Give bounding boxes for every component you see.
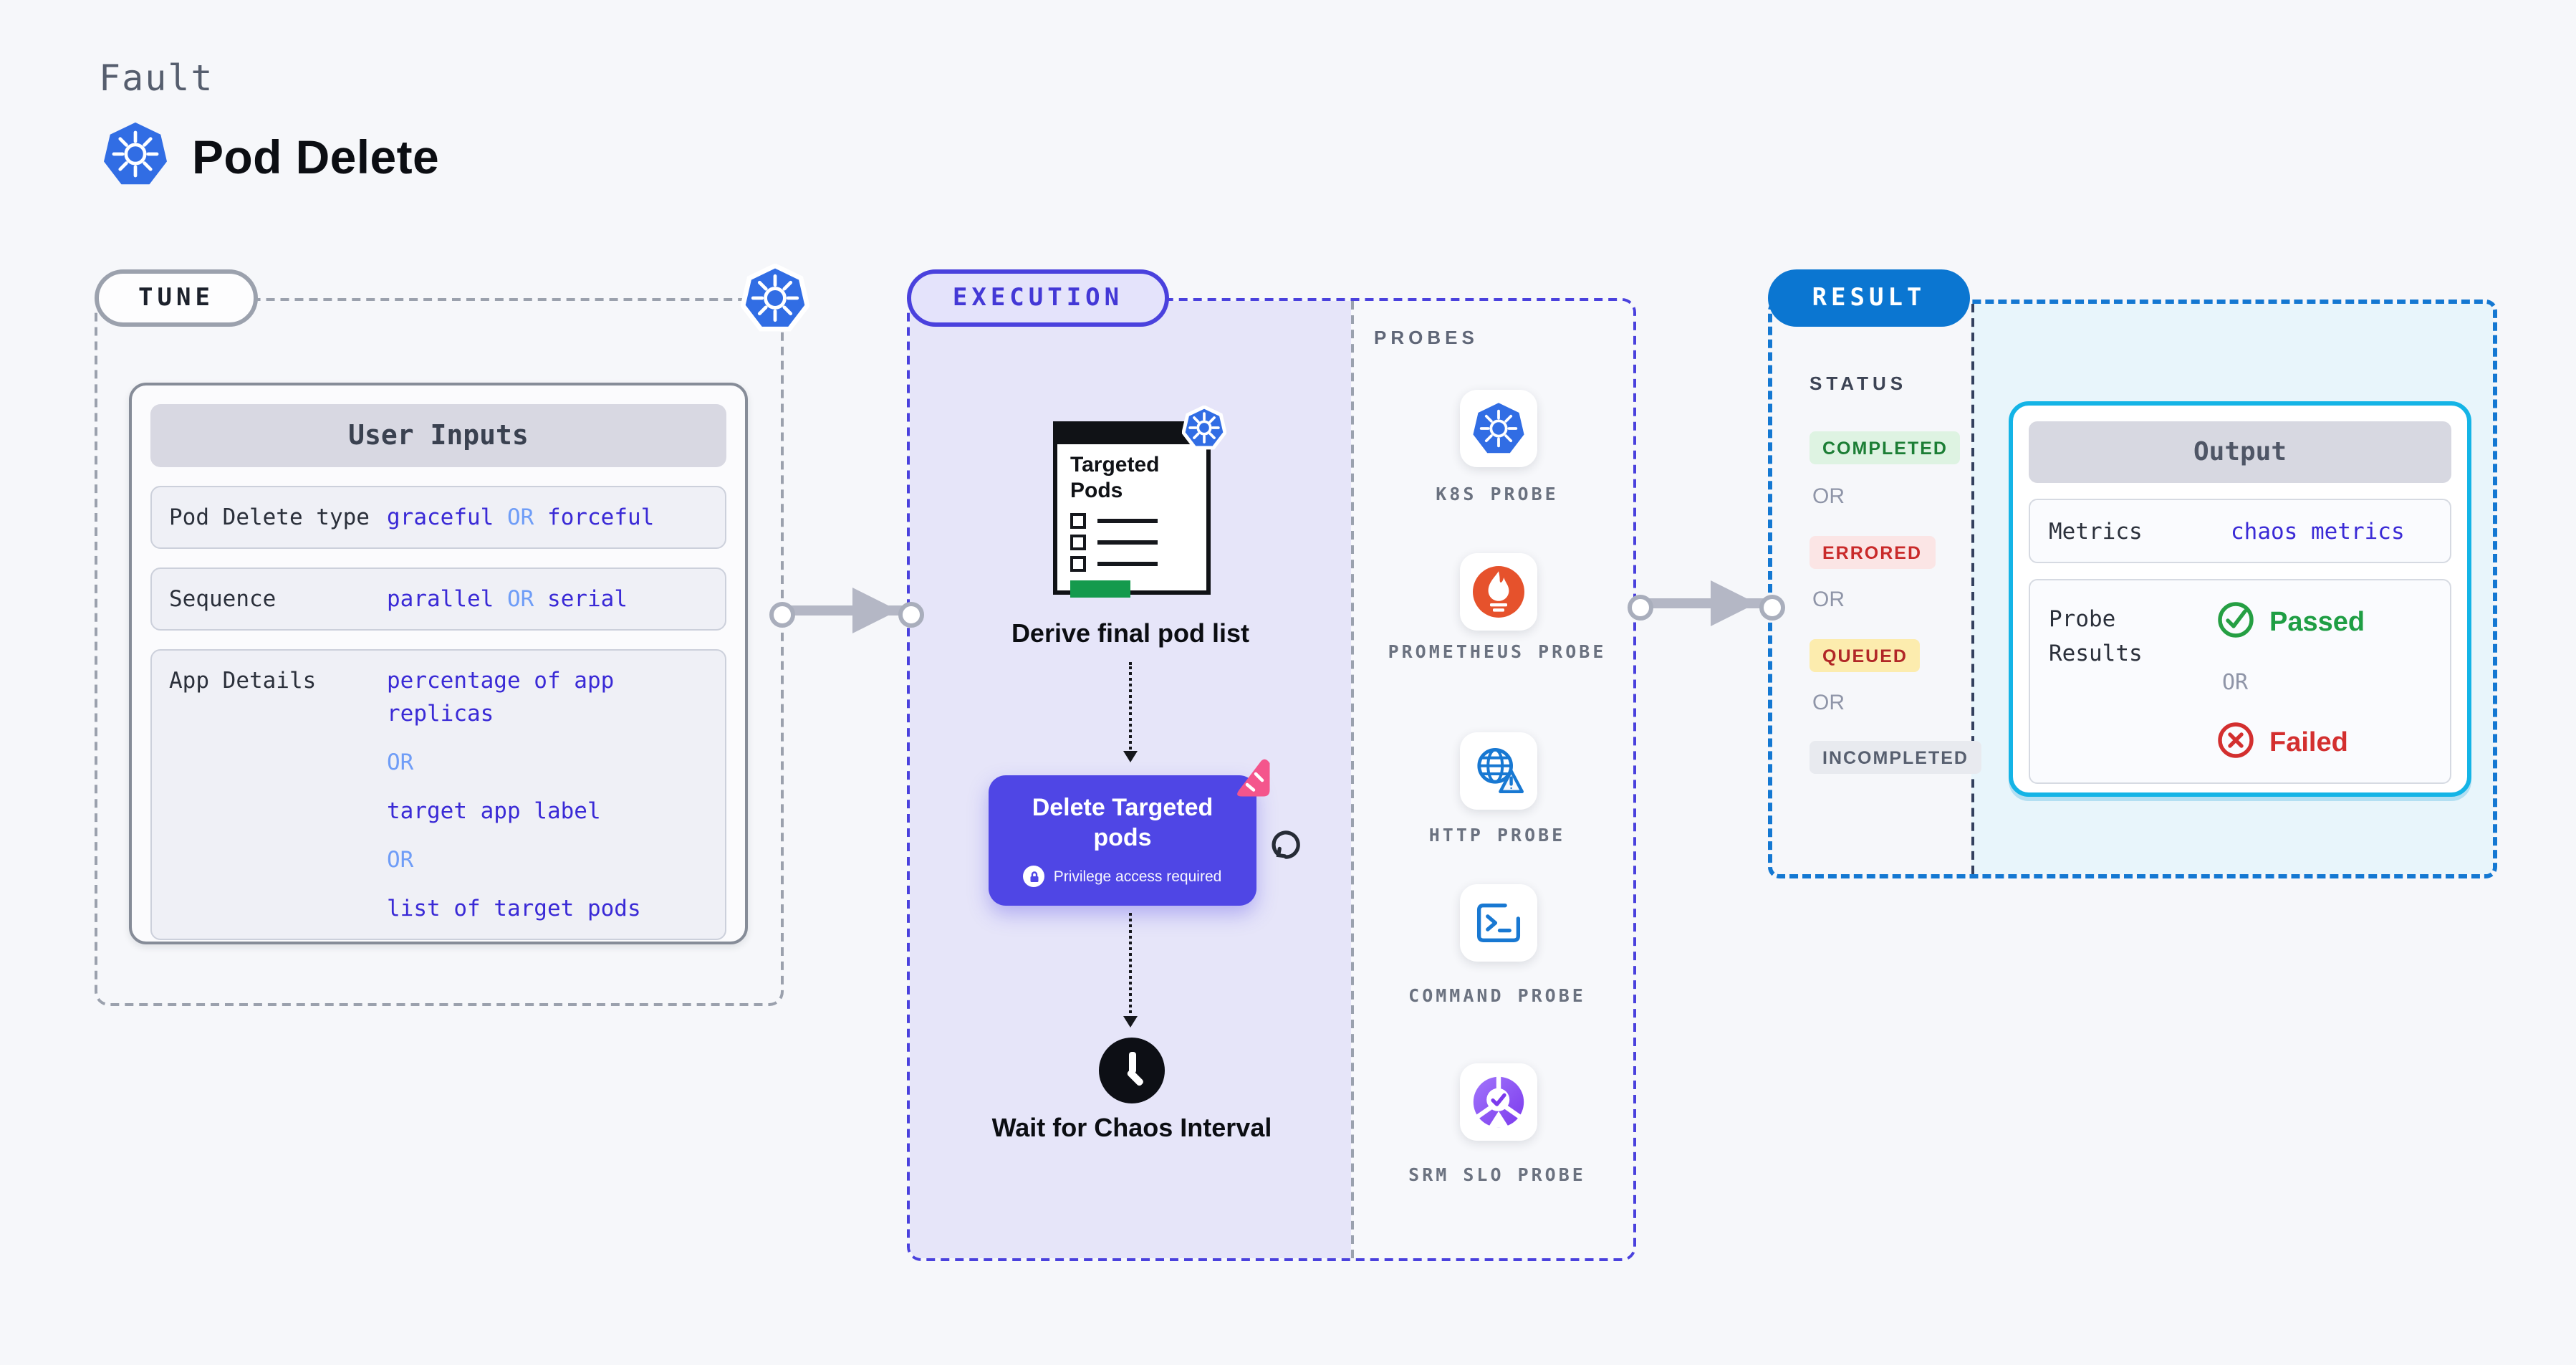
user-inputs-header: User Inputs bbox=[150, 404, 726, 467]
probes-heading: PROBES bbox=[1374, 327, 1479, 348]
connector-node bbox=[1628, 595, 1653, 621]
checkbox-icon bbox=[1070, 556, 1086, 572]
targeted-pods-label: Targeted Pods bbox=[1070, 453, 1160, 503]
clipboard-titlebar bbox=[1057, 426, 1206, 444]
srm-slo-probe-icon bbox=[1460, 1063, 1537, 1141]
delete-targeted-pods-button: Delete Targeted pods Privilege access re… bbox=[989, 759, 1270, 906]
check-circle-icon bbox=[2216, 600, 2255, 646]
metrics-row: Metrics chaos metrics bbox=[2029, 499, 2451, 563]
x-circle-icon bbox=[2216, 721, 2255, 767]
row-value: parallel OR serial bbox=[387, 585, 628, 611]
wait-chaos-interval-label: Wait for Chaos Interval bbox=[991, 1113, 1272, 1142]
probe-label: HTTP PROBE bbox=[1428, 824, 1566, 846]
prometheus-probe-icon bbox=[1460, 553, 1537, 631]
connector-node bbox=[1759, 595, 1785, 621]
execution-section: Targeted Pods Derive final pod list Dele… bbox=[907, 298, 1636, 1261]
fault-kicker: Fault bbox=[99, 57, 214, 99]
status-badge: QUEUED bbox=[1810, 639, 1921, 672]
tune-section bbox=[95, 298, 784, 1006]
kubernetes-icon bbox=[1181, 405, 1227, 457]
probe-label: K8S PROBE bbox=[1436, 483, 1559, 504]
progress-bar bbox=[1070, 580, 1130, 598]
output-table: Output Metrics chaos metrics Probe Resul… bbox=[2009, 401, 2471, 797]
targeted-pods-illustration: Targeted Pods bbox=[1053, 405, 1227, 598]
page-title: Pod Delete bbox=[102, 120, 439, 195]
k8s-probe-icon bbox=[1460, 390, 1537, 467]
flow-connector bbox=[1123, 913, 1137, 1028]
lock-icon bbox=[1023, 866, 1045, 887]
derive-pod-list-label: Derive final pod list bbox=[1011, 619, 1250, 648]
row-value: percentage of app replicas OR target app… bbox=[387, 668, 641, 921]
passed-result: Passed bbox=[2216, 600, 2365, 646]
user-inputs-table: User Inputs Pod Delete type graceful OR … bbox=[129, 383, 748, 944]
connector-node bbox=[769, 602, 795, 628]
http-probe-icon bbox=[1460, 732, 1537, 810]
execution-flow-area: Targeted Pods Derive final pod list Dele… bbox=[910, 301, 1351, 1258]
status-badge: ERRORED bbox=[1810, 536, 1936, 569]
chaos-icon bbox=[1232, 757, 1275, 807]
execution-pill: EXECUTION bbox=[907, 269, 1169, 327]
clock-icon bbox=[1099, 1038, 1165, 1103]
status-badge: INCOMPLETED bbox=[1810, 741, 1981, 774]
connector-node bbox=[898, 602, 924, 628]
checkbox-icon bbox=[1070, 535, 1086, 550]
privilege-note: Privilege access required bbox=[989, 866, 1256, 887]
page-title-text: Pod Delete bbox=[192, 130, 440, 183]
probes-panel: PROBES K8S PROBE PROMETHEUS PROBE HTTP P… bbox=[1351, 301, 1633, 1258]
probe-label: COMMAND PROBE bbox=[1408, 985, 1586, 1006]
arrow-execution-to-result bbox=[1638, 580, 1764, 626]
loop-icon bbox=[1268, 827, 1304, 870]
table-row: App Details percentage of app replicas O… bbox=[150, 649, 726, 940]
kubernetes-icon bbox=[102, 120, 169, 195]
result-pill: RESULT bbox=[1768, 269, 1970, 327]
probe-label: PROMETHEUS PROBE bbox=[1388, 641, 1607, 662]
status-badge: COMPLETED bbox=[1810, 431, 1961, 464]
status-heading: STATUS bbox=[1810, 373, 1908, 394]
row-value: graceful OR forceful bbox=[387, 504, 655, 530]
result-section: STATUS COMPLETED OR ERRORED OR QUEUED OR… bbox=[1768, 300, 2497, 878]
output-header: Output bbox=[2029, 421, 2451, 483]
probe-results-row: Probe Results Passed OR Failed bbox=[2029, 579, 2451, 784]
failed-result: Failed bbox=[2216, 721, 2348, 767]
probe-label: SRM SLO PROBE bbox=[1408, 1164, 1586, 1185]
checkbox-icon bbox=[1070, 513, 1086, 529]
kubernetes-icon bbox=[740, 263, 810, 340]
delete-button-label: Delete Targeted pods bbox=[1032, 794, 1213, 851]
table-row: Pod Delete type graceful OR forceful bbox=[150, 486, 726, 549]
table-row: Sequence parallel OR serial bbox=[150, 567, 726, 631]
flow-connector bbox=[1123, 662, 1137, 762]
arrow-tune-to-execution bbox=[779, 588, 905, 633]
tune-pill: TUNE bbox=[95, 269, 258, 327]
command-probe-icon bbox=[1460, 884, 1537, 962]
